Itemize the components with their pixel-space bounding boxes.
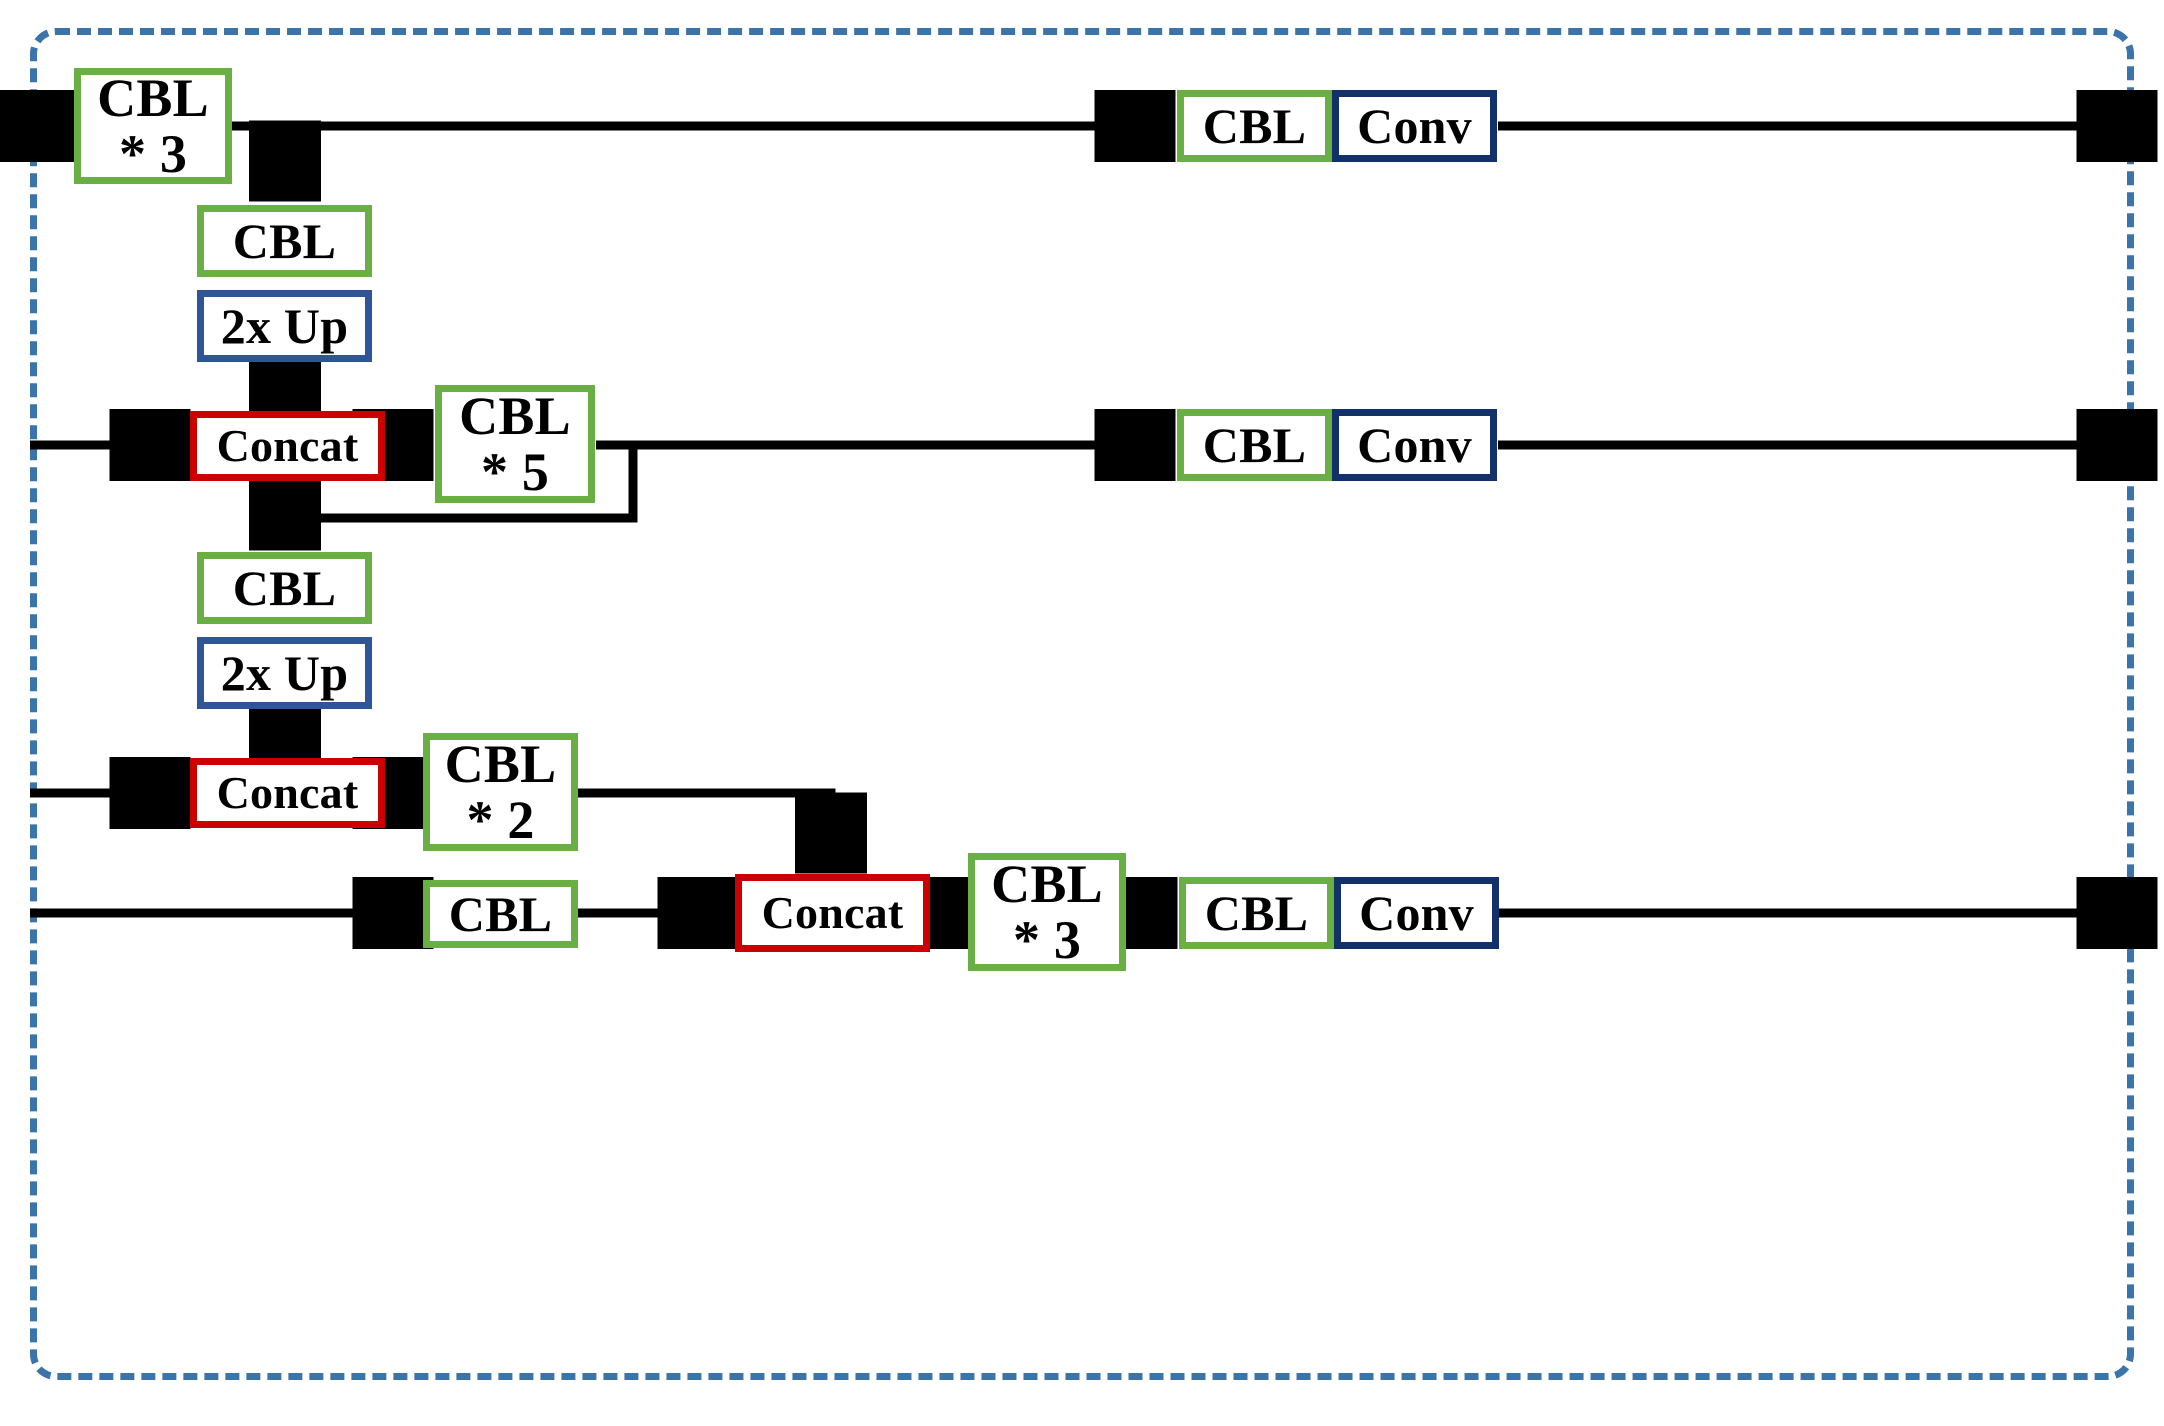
node-label: Conv <box>1357 417 1472 473</box>
node-concat-top[interactable]: Concat <box>190 411 385 481</box>
node-cbl-mid-top[interactable]: CBL <box>197 205 372 277</box>
node-label: Concat <box>216 767 359 819</box>
node-cbl-x3-bottom[interactable]: CBL * 3 <box>968 853 1126 971</box>
wire-cbl5-branch-to-cbl-mid-bottom <box>285 445 638 545</box>
node-head3-conv[interactable]: Conv <box>1334 877 1499 949</box>
node-label: CBL <box>1202 417 1307 473</box>
node-head2-conv[interactable]: Conv <box>1332 409 1497 481</box>
node-label: CBL <box>1202 98 1307 154</box>
node-cbl-x3-top[interactable]: CBL * 3 <box>74 68 232 184</box>
node-label: CBL <box>232 213 337 269</box>
node-label: Concat <box>216 420 359 472</box>
node-cbl-x2[interactable]: CBL * 2 <box>423 733 578 851</box>
node-head2-cbl[interactable]: CBL <box>1177 409 1332 481</box>
node-concat-bottom[interactable]: Concat <box>735 874 930 952</box>
node-label: CBL * 2 <box>444 733 557 850</box>
node-head3-cbl[interactable]: CBL <box>1179 877 1334 949</box>
node-label: CBL <box>1204 885 1309 941</box>
node-cbl-mid-bottom[interactable]: CBL <box>197 552 372 624</box>
node-label: Conv <box>1359 885 1474 941</box>
node-cbl-down[interactable]: CBL <box>423 880 578 948</box>
node-head1-conv[interactable]: Conv <box>1332 90 1497 162</box>
wire-cbl2-to-concat-bottom <box>578 788 831 868</box>
node-label: Conv <box>1357 98 1472 154</box>
node-label: 2x Up <box>220 298 349 354</box>
node-label: Concat <box>761 887 904 939</box>
node-label: CBL * 3 <box>97 67 209 184</box>
node-label: CBL * 3 <box>991 853 1103 970</box>
node-upsample-bottom[interactable]: 2x Up <box>197 637 372 709</box>
node-label: 2x Up <box>220 645 349 701</box>
node-label: CBL <box>232 560 337 616</box>
node-head1-cbl[interactable]: CBL <box>1177 90 1332 162</box>
node-label: CBL <box>448 886 553 942</box>
node-concat-mid[interactable]: Concat <box>190 758 385 828</box>
node-cbl-x5[interactable]: CBL * 5 <box>435 385 595 503</box>
node-upsample-top[interactable]: 2x Up <box>197 290 372 362</box>
node-label: CBL * 5 <box>459 385 571 502</box>
module-boundary-frame <box>30 28 2134 1380</box>
